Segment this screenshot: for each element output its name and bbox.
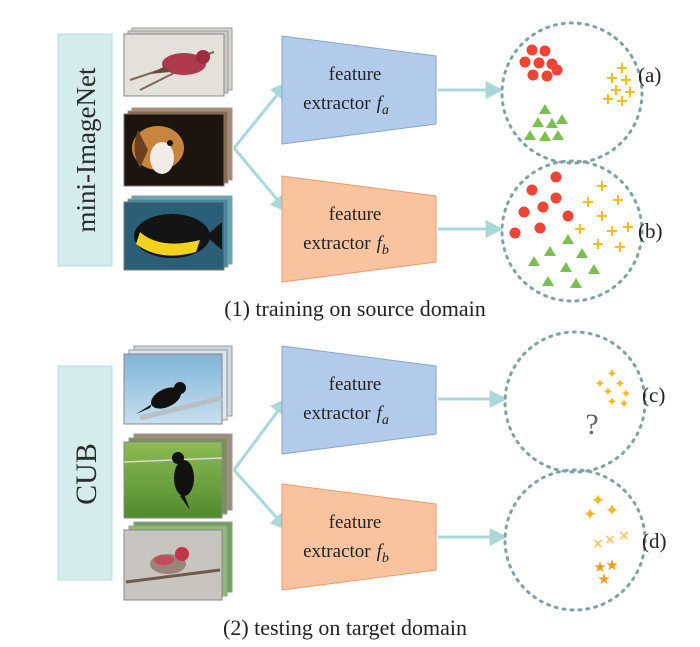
svg-text:✦: ✦ (619, 397, 630, 412)
panel-target-domain: CUB (57, 330, 667, 640)
caption-training: (1) training on source domain (224, 296, 486, 321)
svg-text:+: + (605, 68, 618, 87)
caption-testing: (2) testing on target domain (223, 615, 467, 640)
space-label-d: (d) (642, 529, 667, 553)
svg-text:+: + (609, 80, 622, 99)
space-label-b: (b) (638, 219, 663, 243)
feature-space-d (503, 468, 647, 612)
space-label-c: (c) (642, 383, 665, 407)
svg-text:+: + (595, 176, 608, 195)
image-stack-fish (123, 195, 233, 271)
svg-text:+: + (621, 217, 634, 236)
svg-text:✦: ✦ (607, 395, 618, 410)
unknown-clusters-mark: ? (585, 408, 598, 441)
image-stack-finch-branch (123, 521, 233, 601)
feature-extractor-a-box (281, 35, 437, 145)
svg-text:+: + (619, 70, 632, 89)
image-stack-grackle-grass (123, 433, 233, 519)
space-label-a: (a) (638, 63, 661, 87)
extractor-b-line1: feature (329, 204, 382, 225)
svg-text:×: × (604, 532, 616, 548)
image-stack-dog (123, 107, 233, 187)
extractor-a-line1: feature (329, 64, 382, 85)
svg-text:✦: ✦ (591, 491, 605, 511)
svg-text:+: + (605, 221, 618, 240)
image-stack-blackbird-sky (123, 345, 233, 425)
feature-extractor-b-box-2 (281, 483, 437, 591)
svg-text:×: × (592, 536, 604, 552)
svg-text:★: ★ (593, 558, 606, 576)
svg-text:+: + (611, 190, 624, 209)
feature-space-a (500, 21, 644, 165)
clusters-c: ✦ ✦ ✦ ✦ ✦ ✦ ✦ (595, 367, 632, 412)
svg-text:+: + (615, 58, 628, 77)
feature-space-c (503, 330, 647, 474)
arrow-to-extractor-a-2 (232, 397, 289, 471)
dataset-box-mini-imagenet (57, 33, 113, 267)
dataset-box-cub (57, 365, 113, 581)
svg-text:✦: ✦ (615, 377, 626, 392)
arrow-to-extractor-b-1 (232, 147, 289, 213)
svg-text:✦: ✦ (607, 367, 618, 382)
svg-text:✦: ✦ (595, 377, 606, 392)
svg-text:★: ★ (605, 556, 618, 574)
svg-text:+: + (595, 206, 608, 225)
svg-text:✦: ✦ (583, 505, 597, 525)
extractor-b2-line1: feature (329, 512, 382, 533)
clusters-b: + + + + + + + + + (509, 171, 635, 288)
svg-text:+: + (615, 91, 628, 110)
feature-space-b (500, 159, 644, 303)
svg-text:+: + (573, 219, 586, 238)
svg-text:✦: ✦ (621, 387, 632, 402)
feature-extractor-b-box (281, 175, 437, 283)
svg-text:+: + (623, 82, 636, 101)
svg-text:+: + (601, 89, 614, 108)
panel-source-domain: mini-ImageNet (57, 21, 663, 321)
clusters-a: + + + + + + + (519, 44, 637, 141)
svg-text:✦: ✦ (603, 385, 614, 400)
svg-text:+: + (591, 234, 604, 253)
dataset-label-cub: CUB (70, 443, 103, 505)
extractor-a2-line1: feature (329, 374, 382, 395)
svg-text:✦: ✦ (605, 501, 619, 521)
arrow-to-extractor-b-2 (232, 468, 289, 531)
svg-text:×: × (618, 528, 630, 544)
svg-text:★: ★ (597, 570, 610, 588)
arrow-to-extractor-a-1 (232, 81, 289, 149)
svg-text:+: + (581, 192, 594, 211)
dataset-label-mini-imagenet: mini-ImageNet (71, 67, 101, 232)
image-stack-bird (123, 27, 233, 97)
svg-text:+: + (613, 237, 626, 256)
feature-extractor-a-box-2 (281, 345, 437, 455)
clusters-d: ✦ ✦ ✦ × × × ★ ★ ★ (583, 491, 630, 588)
